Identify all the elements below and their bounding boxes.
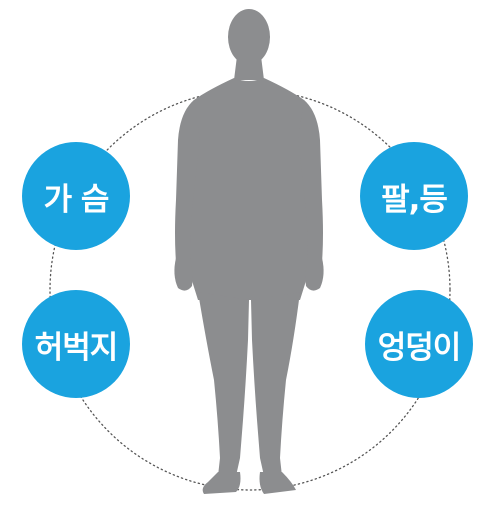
arm-back-bubble: 팔,등 <box>360 142 468 250</box>
arm-back-label: 팔,등 <box>381 181 448 218</box>
human-silhouette-icon <box>174 9 324 494</box>
chest-label: 가 슴 <box>43 181 110 218</box>
hip-label: 엉덩이 <box>377 329 462 366</box>
thigh-bubble: 허벅지 <box>22 290 130 398</box>
hip-bubble: 엉덩이 <box>365 290 473 398</box>
chest-bubble: 가 슴 <box>22 142 130 250</box>
thigh-label: 허벅지 <box>34 329 119 366</box>
